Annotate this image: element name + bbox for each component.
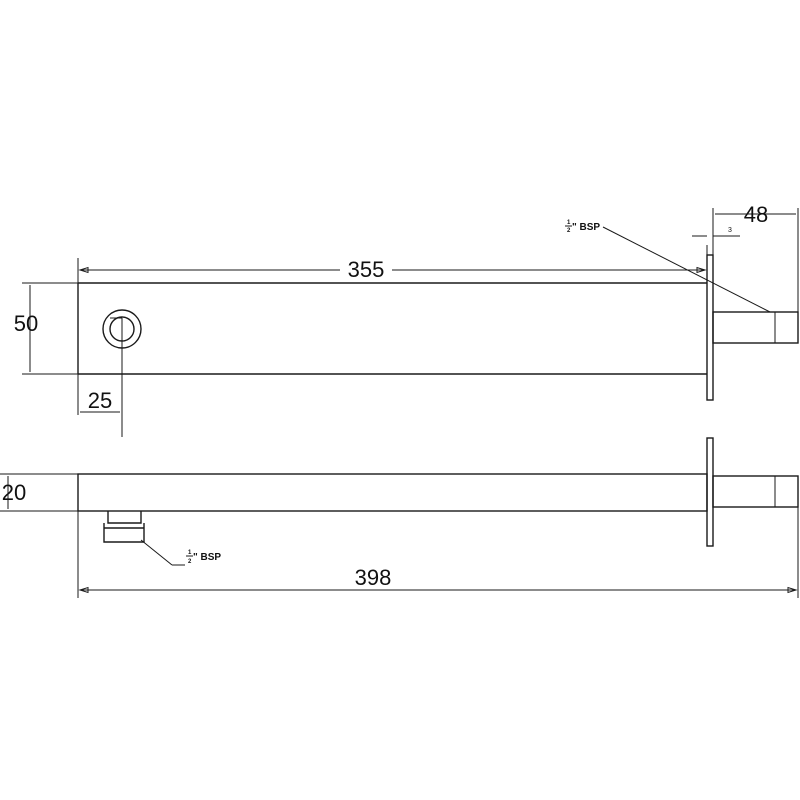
side-view (77, 437, 799, 547)
thread-label-top: " BSP (572, 222, 600, 233)
dimension-398: 398 (77, 507, 799, 598)
dim-label-20: 20 (2, 480, 26, 505)
dimension-48: 48 (712, 202, 799, 312)
dim-label-25: 25 (88, 388, 112, 413)
dimension-20: 20 (0, 473, 78, 512)
side-arm-body (77, 473, 708, 512)
dim-label-398: 398 (355, 565, 392, 590)
svg-text:2: 2 (188, 559, 192, 565)
svg-text:1: 1 (188, 550, 192, 556)
top-flange-plate (706, 254, 714, 401)
svg-text:1: 1 (567, 220, 571, 226)
dim-label-355: 355 (348, 257, 385, 282)
dimension-355: 355 (77, 245, 708, 283)
dim-label-3: 3 (728, 227, 732, 234)
dimension-50: 50 (14, 282, 78, 375)
thread-callout-side: 1 2 " BSP (140, 539, 221, 566)
top-arm-body (77, 282, 707, 375)
side-inlet-pipe (712, 475, 799, 508)
side-outlet-nozzle (103, 511, 145, 543)
dimension-3: 3 (692, 227, 740, 237)
thread-label-side: " BSP (193, 552, 221, 563)
thread-callout-top: 1 2 " BSP (565, 220, 771, 313)
side-flange-plate (706, 437, 714, 547)
top-view (77, 254, 799, 401)
top-inlet-pipe (712, 311, 799, 344)
dim-label-48: 48 (744, 202, 768, 227)
dimension-25: 25 (77, 317, 123, 437)
svg-text:2: 2 (567, 228, 571, 234)
dim-label-50: 50 (14, 311, 38, 336)
